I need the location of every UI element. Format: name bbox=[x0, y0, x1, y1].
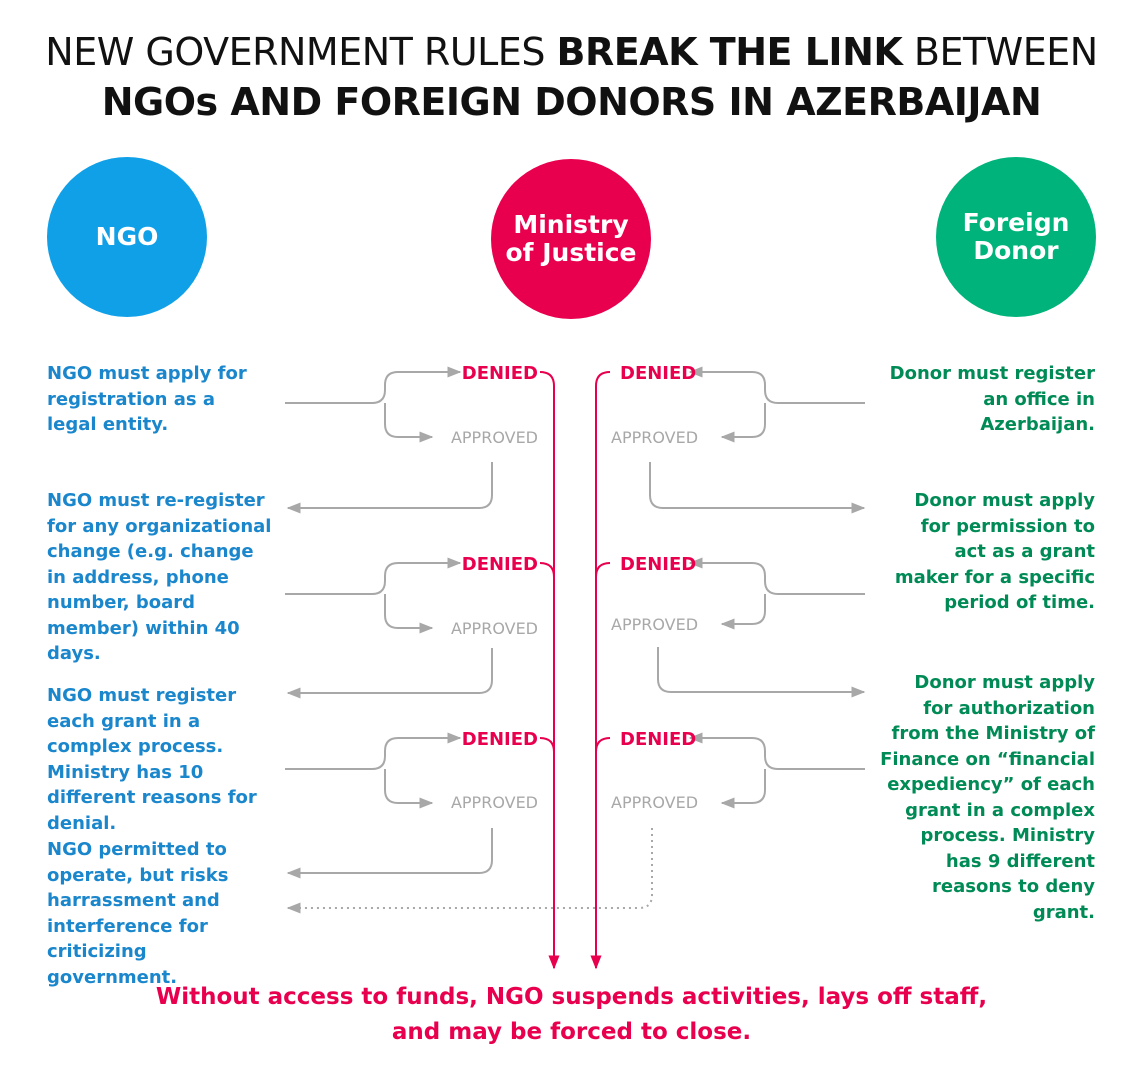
title-bold: BREAK THE LINK bbox=[556, 30, 903, 74]
left-fork-3b bbox=[384, 769, 434, 809]
approved-label-r1: APPROVED bbox=[611, 428, 698, 447]
title-pre: NEW GOVERNMENT RULES bbox=[45, 30, 557, 74]
left-fork-1b bbox=[384, 403, 434, 443]
right-fork-1 bbox=[688, 366, 865, 404]
right-fork-1b bbox=[720, 403, 766, 443]
denied-label-l1: DENIED bbox=[462, 363, 538, 384]
title-post: BETWEEN bbox=[902, 30, 1098, 74]
approved-label-l1: APPROVED bbox=[451, 428, 538, 447]
title-line-2: NGOs AND FOREIGN DONORS IN AZERBAIJAN bbox=[101, 80, 1042, 124]
donor-step-1-text: Donor must register an office in Azerbai… bbox=[889, 363, 1095, 435]
donor-circle: Foreign Donor bbox=[936, 157, 1096, 317]
right-fork-2b bbox=[720, 594, 766, 630]
left-fork-3 bbox=[285, 732, 462, 770]
conclusion: Without access to funds, NGO suspends ac… bbox=[0, 980, 1143, 1050]
right-return-1 bbox=[649, 462, 866, 514]
ngo-label: NGO bbox=[95, 222, 159, 251]
donor-step-1: Donor must register an office in Azerbai… bbox=[875, 361, 1095, 438]
approved-label-r3: APPROVED bbox=[611, 793, 698, 812]
title-line-1: NEW GOVERNMENT RULES BREAK THE LINK BETW… bbox=[0, 30, 1143, 74]
ngo-circle: NGO bbox=[47, 157, 207, 317]
ngo-step-2-text: NGO must re-register for any organizatio… bbox=[47, 490, 272, 639]
denial-join-left-2 bbox=[539, 562, 555, 578]
right-fork-3b bbox=[720, 769, 766, 809]
approved-label-l3: APPROVED bbox=[451, 793, 538, 812]
conclusion-line-2: and may be forced to close. bbox=[391, 1019, 752, 1045]
denied-label-r3: DENIED bbox=[620, 729, 696, 750]
approved-label-r2: APPROVED bbox=[611, 615, 698, 634]
left-return-1 bbox=[286, 462, 493, 514]
left-fork-2 bbox=[285, 557, 462, 595]
ministry-label: Ministry of Justice bbox=[505, 210, 637, 267]
dotted-return bbox=[286, 828, 653, 914]
donor-step-2: Donor must apply for permission to act a… bbox=[885, 488, 1095, 616]
donor-step-3: Donor must apply for authorization from … bbox=[880, 670, 1095, 925]
ngo-step-4: NGO permitted to operate, but risks harr… bbox=[47, 837, 267, 990]
left-fork-2b bbox=[384, 594, 434, 634]
denial-join-right-2 bbox=[595, 562, 611, 578]
denied-label-l3: DENIED bbox=[462, 729, 538, 750]
donor-label: Foreign Donor bbox=[962, 208, 1070, 265]
denial-line-right bbox=[590, 371, 611, 970]
approved-label-l2: APPROVED bbox=[451, 619, 538, 638]
donor-step-2-text: Donor must apply for permission to act a… bbox=[894, 490, 1095, 613]
ngo-step-2-bold: within 40 days. bbox=[47, 617, 240, 665]
denial-join-left-3 bbox=[539, 737, 555, 753]
ngo-step-3: NGO must register each grant in a comple… bbox=[47, 683, 272, 836]
ngo-step-2: NGO must re-register for any organizatio… bbox=[47, 488, 277, 667]
ngo-step-1-text: NGO must apply for registration as a leg… bbox=[47, 363, 247, 435]
right-return-2 bbox=[657, 647, 866, 698]
left-return-3 bbox=[286, 828, 493, 879]
ngo-step-3-text: NGO must register each grant in a comple… bbox=[47, 685, 257, 834]
ngo-step-4-text: NGO permitted to operate, but risks harr… bbox=[47, 839, 229, 988]
denial-join-right-3 bbox=[595, 737, 611, 753]
denied-label-r1: DENIED bbox=[620, 363, 696, 384]
ministry-circle: Ministry of Justice bbox=[491, 159, 651, 319]
right-fork-2 bbox=[688, 557, 865, 595]
denied-label-r2: DENIED bbox=[620, 554, 696, 575]
left-fork-1 bbox=[285, 366, 462, 404]
left-return-2 bbox=[286, 648, 493, 699]
denied-label-l2: DENIED bbox=[462, 554, 538, 575]
ngo-step-1: NGO must apply for registration as a leg… bbox=[47, 361, 267, 438]
right-fork-3 bbox=[688, 732, 865, 770]
denial-line-left bbox=[539, 371, 560, 970]
conclusion-line-1: Without access to funds, NGO suspends ac… bbox=[155, 984, 988, 1010]
donor-step-3-text: Donor must apply for authorization from … bbox=[880, 672, 1095, 923]
